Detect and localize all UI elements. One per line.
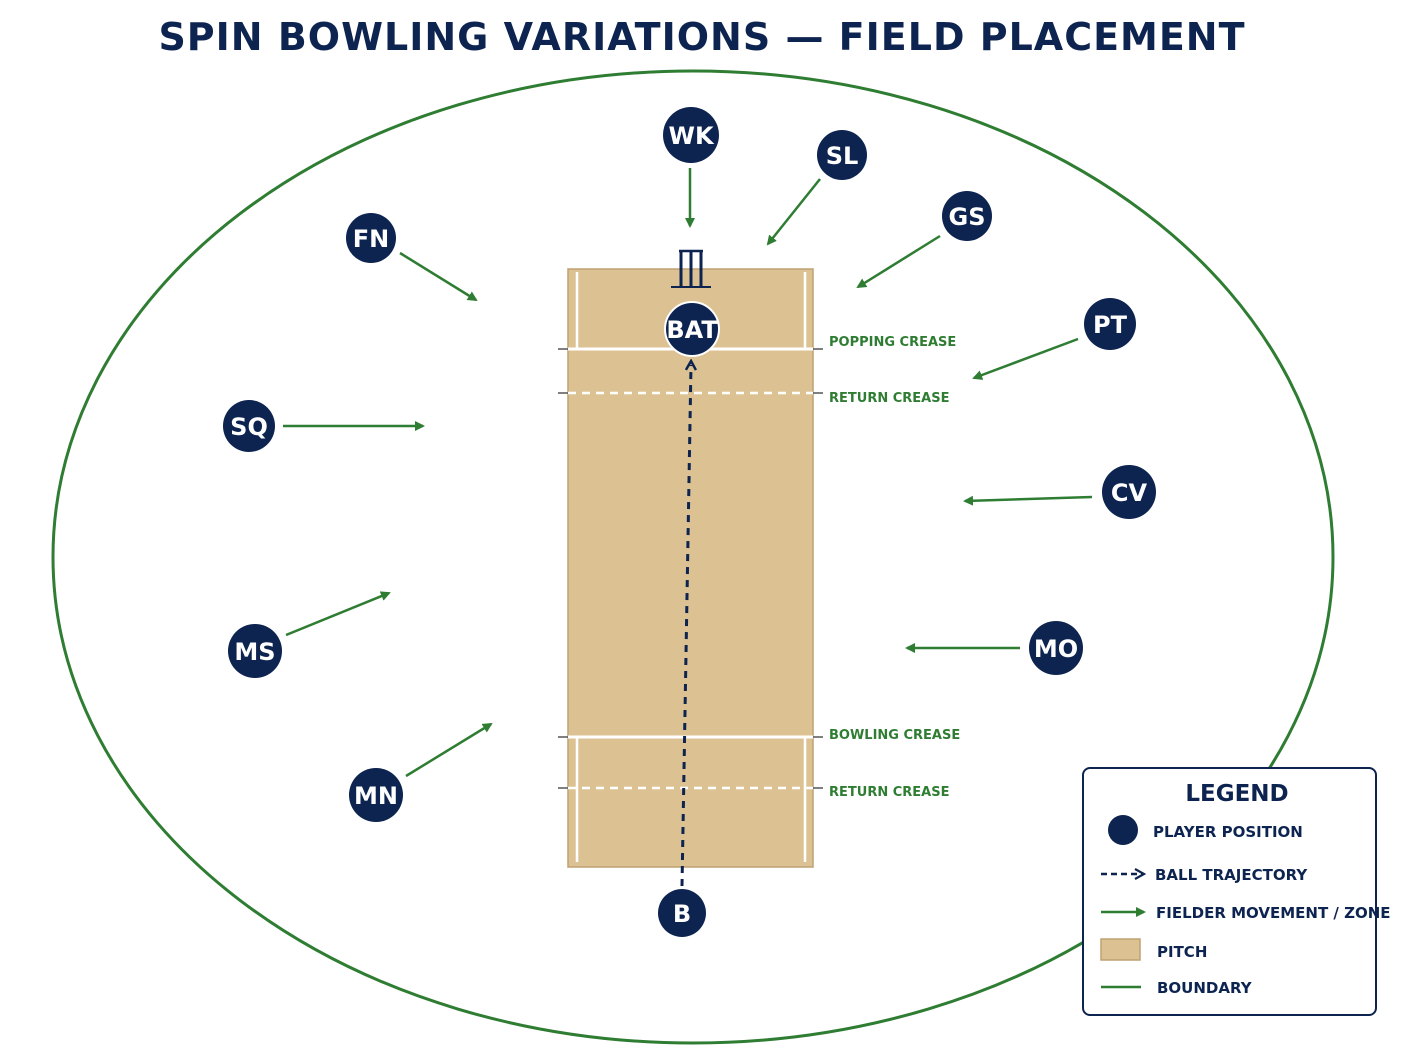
player-sl[interactable]: SL bbox=[817, 130, 867, 180]
player-label-sq: SQ bbox=[230, 413, 268, 441]
legend-label-ball: BALL TRAJECTORY bbox=[1155, 866, 1308, 884]
boundary-ellipse bbox=[51, 69, 1335, 1045]
player-dot-icon bbox=[1108, 815, 1138, 845]
player-mo[interactable]: MO bbox=[1029, 621, 1083, 675]
return-crease-bottom-label: RETURN CREASE bbox=[829, 785, 949, 800]
legend-label-pitch: PITCH bbox=[1157, 943, 1207, 961]
player-label-mo: MO bbox=[1034, 635, 1078, 663]
player-ms[interactable]: MS bbox=[228, 624, 282, 678]
player-label-bat: BAT bbox=[666, 316, 718, 344]
legend-panel: LEGEND PLAYER POSITION BALL TRAJECTORY F… bbox=[1082, 767, 1391, 1016]
player-fn[interactable]: FN bbox=[346, 213, 396, 263]
player-label-wk: WK bbox=[668, 122, 714, 150]
legend-title: LEGEND bbox=[1185, 781, 1288, 807]
player-label-b: B bbox=[673, 900, 691, 928]
bowling-crease-label: BOWLING CREASE bbox=[829, 728, 960, 743]
player-wk[interactable]: WK bbox=[663, 107, 719, 163]
arrow-sl bbox=[766, 178, 821, 246]
player-label-gs: GS bbox=[949, 203, 986, 231]
legend-label-movement: FIELDER MOVEMENT / ZONE bbox=[1156, 904, 1391, 922]
arrow-fn bbox=[399, 251, 478, 302]
arrow-ms bbox=[285, 591, 391, 637]
player-label-mn: MN bbox=[354, 782, 398, 810]
pitch bbox=[558, 268, 823, 868]
player-b[interactable]: B bbox=[658, 889, 706, 937]
player-label-pt: PT bbox=[1093, 311, 1128, 339]
player-label-ms: MS bbox=[234, 638, 275, 666]
return-crease-top-label: RETURN CREASE bbox=[829, 391, 949, 406]
popping-crease-label: POPPING CREASE bbox=[829, 335, 956, 350]
legend-label-player: PLAYER POSITION bbox=[1153, 823, 1303, 841]
player-gs[interactable]: GS bbox=[942, 191, 992, 241]
arrow-pt bbox=[972, 337, 1079, 380]
pitch-swatch-icon bbox=[1100, 938, 1141, 961]
player-pt[interactable]: PT bbox=[1084, 298, 1136, 350]
player-cv[interactable]: CV bbox=[1102, 465, 1156, 519]
legend-box bbox=[1082, 767, 1377, 1016]
player-label-sl: SL bbox=[826, 142, 859, 170]
pitch-surface bbox=[567, 268, 814, 868]
player-mn[interactable]: MN bbox=[349, 768, 403, 822]
player-sq[interactable]: SQ bbox=[223, 400, 275, 452]
arrow-cv bbox=[963, 495, 1093, 506]
player-bat[interactable]: BAT bbox=[664, 301, 720, 357]
arrow-mn bbox=[405, 722, 493, 778]
arrow-gs bbox=[856, 234, 941, 289]
page-title: SPIN BOWLING VARIATIONS — FIELD PLACEMEN… bbox=[158, 15, 1245, 59]
ball-trajectory bbox=[680, 365, 691, 887]
fielder-arrows bbox=[283, 168, 1093, 778]
legend-label-boundary: BOUNDARY bbox=[1157, 979, 1253, 997]
player-label-fn: FN bbox=[353, 225, 389, 253]
stumps-icon bbox=[671, 249, 711, 288]
player-label-cv: CV bbox=[1111, 479, 1148, 507]
